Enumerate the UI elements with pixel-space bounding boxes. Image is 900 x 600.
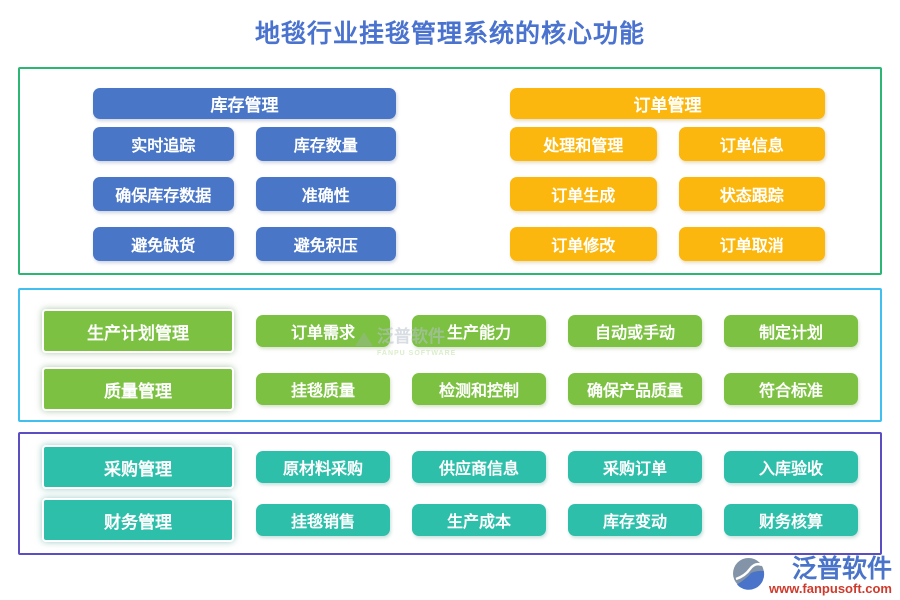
production-plan-row: 生产计划管理 订单需求 生产能力 自动或手动 制定计划 bbox=[42, 309, 858, 353]
feature-button[interactable]: 处理和管理 bbox=[510, 127, 657, 161]
fanpu-logo: 泛普软件 www.fanpusoft.com bbox=[732, 557, 892, 596]
feature-button[interactable]: 检测和控制 bbox=[412, 373, 546, 405]
feature-button[interactable]: 生产成本 bbox=[412, 504, 546, 536]
finance-row: 财务管理 挂毯销售 生产成本 库存变动 财务核算 bbox=[42, 498, 858, 542]
purchase-row: 采购管理 原材料采购 供应商信息 采购订单 入库验收 bbox=[42, 445, 858, 489]
feature-button[interactable]: 订单修改 bbox=[510, 227, 657, 261]
production-plan-category-button[interactable]: 生产计划管理 bbox=[42, 309, 234, 353]
feature-button[interactable]: 符合标准 bbox=[724, 373, 858, 405]
inventory-header-button[interactable]: 库存管理 bbox=[93, 88, 396, 119]
order-button-grid: 处理和管理 订单信息 订单生成 状态跟踪 订单修改 订单取消 bbox=[510, 127, 825, 261]
feature-button[interactable]: 状态跟踪 bbox=[678, 177, 825, 211]
quality-category-button[interactable]: 质量管理 bbox=[42, 367, 234, 411]
section-purchase-finance: 采购管理 原材料采购 供应商信息 采购订单 入库验收 财务管理 挂毯销售 生产成… bbox=[18, 432, 882, 555]
purchase-category-button[interactable]: 采购管理 bbox=[42, 445, 234, 489]
feature-button[interactable]: 采购订单 bbox=[568, 451, 702, 483]
feature-button[interactable]: 生产能力 bbox=[412, 315, 546, 347]
feature-button[interactable]: 库存数量 bbox=[255, 127, 396, 161]
feature-button[interactable]: 原材料采购 bbox=[256, 451, 390, 483]
inventory-button-grid: 实时追踪 库存数量 确保库存数据 准确性 避免缺货 避免积压 bbox=[93, 127, 396, 261]
feature-button[interactable]: 订单生成 bbox=[510, 177, 657, 211]
feature-button[interactable]: 避免缺货 bbox=[93, 227, 234, 261]
feature-button[interactable]: 确保产品质量 bbox=[568, 373, 702, 405]
feature-button[interactable]: 供应商信息 bbox=[412, 451, 546, 483]
feature-button[interactable]: 挂毯质量 bbox=[256, 373, 390, 405]
fanpu-logo-text: 泛普软件 bbox=[791, 555, 892, 583]
feature-button[interactable]: 库存变动 bbox=[568, 504, 702, 536]
quality-row: 质量管理 挂毯质量 检测和控制 确保产品质量 符合标准 bbox=[42, 367, 858, 411]
feature-button[interactable]: 避免积压 bbox=[255, 227, 396, 261]
feature-button[interactable]: 确保库存数据 bbox=[93, 177, 234, 211]
feature-button[interactable]: 实时追踪 bbox=[93, 127, 234, 161]
feature-button[interactable]: 订单取消 bbox=[678, 227, 825, 261]
section-inventory-order: 库存管理 实时追踪 库存数量 确保库存数据 准确性 避免缺货 避免积压 订单管理… bbox=[18, 67, 882, 275]
feature-button[interactable]: 入库验收 bbox=[724, 451, 858, 483]
page-title: 地毯行业挂毯管理系统的核心功能 bbox=[254, 20, 645, 48]
feature-button[interactable]: 订单需求 bbox=[256, 315, 390, 347]
order-header-button[interactable]: 订单管理 bbox=[510, 88, 825, 119]
feature-button[interactable]: 财务核算 bbox=[724, 504, 858, 536]
feature-button[interactable]: 自动或手动 bbox=[568, 315, 702, 347]
fanpu-logo-icon bbox=[732, 557, 765, 595]
feature-button[interactable]: 挂毯销售 bbox=[256, 504, 390, 536]
group-order: 订单管理 处理和管理 订单信息 订单生成 状态跟踪 订单修改 订单取消 bbox=[510, 88, 825, 261]
finance-category-button[interactable]: 财务管理 bbox=[42, 498, 234, 542]
group-inventory: 库存管理 实时追踪 库存数量 确保库存数据 准确性 避免缺货 避免积压 bbox=[93, 88, 396, 261]
fanpu-logo-url: www.fanpusoft.com bbox=[768, 581, 892, 596]
feature-button[interactable]: 制定计划 bbox=[724, 315, 858, 347]
feature-button[interactable]: 订单信息 bbox=[678, 127, 825, 161]
feature-button[interactable]: 准确性 bbox=[255, 177, 396, 211]
